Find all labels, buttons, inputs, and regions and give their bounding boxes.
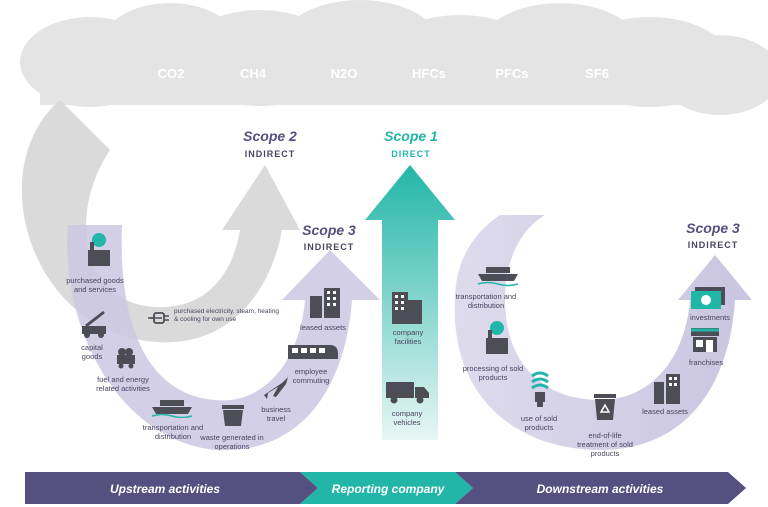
bottom-bar-downstream: [455, 472, 746, 504]
storefront-icon: [691, 328, 719, 352]
label-processing: processing of sold products: [462, 364, 524, 382]
coal-cart-icon: [117, 348, 135, 369]
waste-container-icon: [222, 405, 244, 426]
upstream-activities-label: Upstream activities: [109, 482, 221, 496]
scope1-sub: DIRECT: [391, 149, 431, 159]
truck-icon: [386, 382, 429, 404]
label-company-facilities: company facilities: [392, 328, 424, 346]
label-transport-down: transportation and distribution: [455, 292, 517, 310]
label-employee-commuting: employee commuting: [292, 367, 330, 385]
building-icon: [310, 288, 340, 318]
factory-icon: [88, 233, 110, 266]
scope3-right-sub: INDIRECT: [687, 240, 739, 250]
scope3-upstream-arc: [67, 225, 380, 451]
recycle-bin-icon: [594, 394, 616, 420]
scope2-sub: INDIRECT: [244, 149, 296, 159]
bottom-bar-reporting: [300, 472, 473, 504]
lightbulb-icon: [531, 371, 549, 407]
label-leased-assets-down: leased assets: [642, 407, 688, 416]
gas-ch4: CH4: [239, 66, 266, 81]
label-waste: waste generated in operations: [200, 433, 264, 451]
gas-hfcs: HFCs: [412, 66, 446, 81]
gas-pfcs: PFCs: [495, 66, 529, 81]
plug-icon: [148, 312, 169, 324]
reporting-company-label: Reporting company: [331, 482, 445, 496]
airplane-icon: [264, 377, 288, 399]
scope1-title: Scope 1: [384, 128, 438, 144]
label-franchises: franchises: [688, 358, 724, 367]
gas-sf6: SF6: [585, 66, 609, 81]
label-investments: investments: [689, 313, 731, 322]
label-company-vehicles: company vehicles: [391, 409, 423, 427]
scope2-title: Scope 2: [243, 128, 297, 144]
label-end-of-life: end-of-life treatment of sold products: [577, 431, 633, 458]
train-icon: [288, 345, 338, 359]
leased-building-icon: [654, 374, 680, 404]
label-purchased-goods: purchased goods and services: [66, 276, 124, 294]
label-fuel-energy: fuel and energy related activities: [96, 375, 150, 393]
cloud-band: [20, 0, 768, 115]
label-leased-assets-up: leased assets: [300, 323, 346, 332]
label-purchased-electricity: purchased electricity, steam, heating & …: [174, 308, 280, 323]
scope3-left-sub: INDIRECT: [303, 242, 355, 252]
gas-n2o: N2O: [330, 66, 358, 81]
crane-truck-icon: [82, 310, 106, 338]
label-capital-goods: capital goods: [81, 343, 103, 361]
scope3-right-title: Scope 3: [686, 220, 740, 236]
label-transport-up: transportation and distribution: [142, 423, 204, 441]
processing-factory-icon: [486, 321, 508, 354]
bottom-bar-upstream: [25, 472, 318, 504]
gas-co2: CO2: [157, 66, 185, 81]
money-icon: [691, 287, 725, 309]
label-use-of-sold: use of sold products: [520, 414, 558, 432]
company-building-icon: [392, 292, 422, 324]
ship-downstream-icon: [477, 267, 519, 287]
ship-icon: [151, 400, 193, 418]
scope3-left-title: Scope 3: [302, 222, 356, 238]
label-business-travel: business travel: [261, 405, 291, 423]
downstream-activities-label: Downstream activities: [536, 482, 664, 496]
